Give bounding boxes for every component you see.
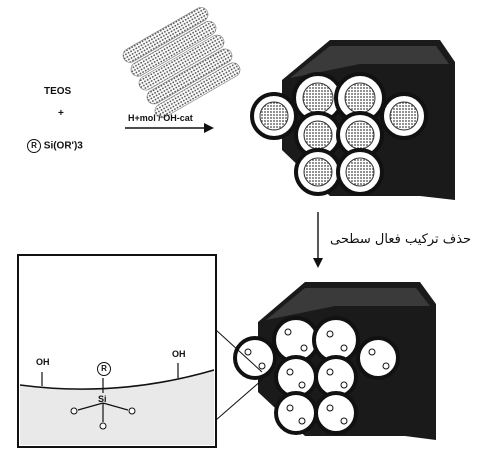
inset-si-label: Si — [98, 394, 107, 404]
micelle-rods — [122, 7, 241, 119]
teos-label: TEOS — [44, 86, 72, 97]
inset-box — [17, 254, 263, 448]
reaction-conditions: H+mol / OH-cat — [128, 113, 193, 123]
surfactant-removal-label: حذف ترکیب فعال سطحی — [330, 232, 472, 247]
r-group-circle: R — [27, 139, 41, 153]
organosilane-label: R Si(OR')3 — [27, 139, 83, 153]
removal-arrow — [313, 212, 323, 268]
hexagonal-bundle-functionalized — [233, 282, 436, 440]
inset-r-group: R — [97, 362, 111, 376]
plus-sign: + — [58, 108, 64, 119]
silane-formula: Si(OR')3 — [43, 140, 83, 152]
hexagonal-bundle-with-micelles — [250, 40, 455, 200]
inset-oh-right: OH — [172, 349, 186, 359]
inset-oh-left: OH — [36, 357, 50, 367]
reaction-arrow — [125, 123, 214, 133]
